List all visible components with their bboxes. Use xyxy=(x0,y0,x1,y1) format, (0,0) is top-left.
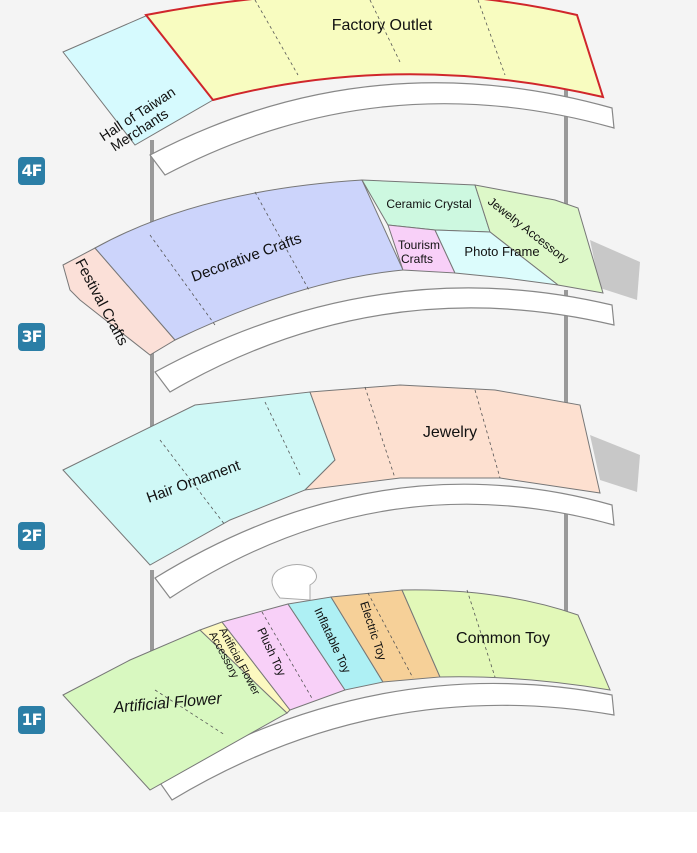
side-connector xyxy=(590,435,640,492)
entrance-canopy xyxy=(271,564,317,601)
floor-badge-3f[interactable]: 3F xyxy=(18,323,45,351)
walkway-4f xyxy=(149,82,615,176)
zone-jewelry[interactable] xyxy=(303,384,601,494)
floor-badge-2f[interactable]: 2F xyxy=(18,522,45,550)
zone-label: Common Toy xyxy=(456,630,550,647)
zone-common-toy[interactable] xyxy=(401,589,611,691)
floor-badge-4f[interactable]: 4F xyxy=(18,157,45,185)
zone-factory-outlet[interactable] xyxy=(144,0,605,102)
zone-label: Factory Outlet xyxy=(332,17,433,34)
side-connector xyxy=(590,240,640,300)
walkway-1f xyxy=(157,682,615,801)
zone-photo-frame[interactable] xyxy=(434,229,560,286)
walkway-2f xyxy=(154,483,615,599)
walkway-3f xyxy=(154,287,615,393)
zone-label: Crafts xyxy=(401,252,433,266)
zone-decorative-crafts[interactable] xyxy=(94,179,404,341)
zone-label: Ceramic Crystal xyxy=(386,197,471,211)
zone-label: Tourism xyxy=(398,238,440,252)
zone-label: Photo Frame xyxy=(464,244,539,259)
floor-badge-1f[interactable]: 1F xyxy=(18,706,45,734)
zone-label: Jewelry xyxy=(423,424,477,441)
